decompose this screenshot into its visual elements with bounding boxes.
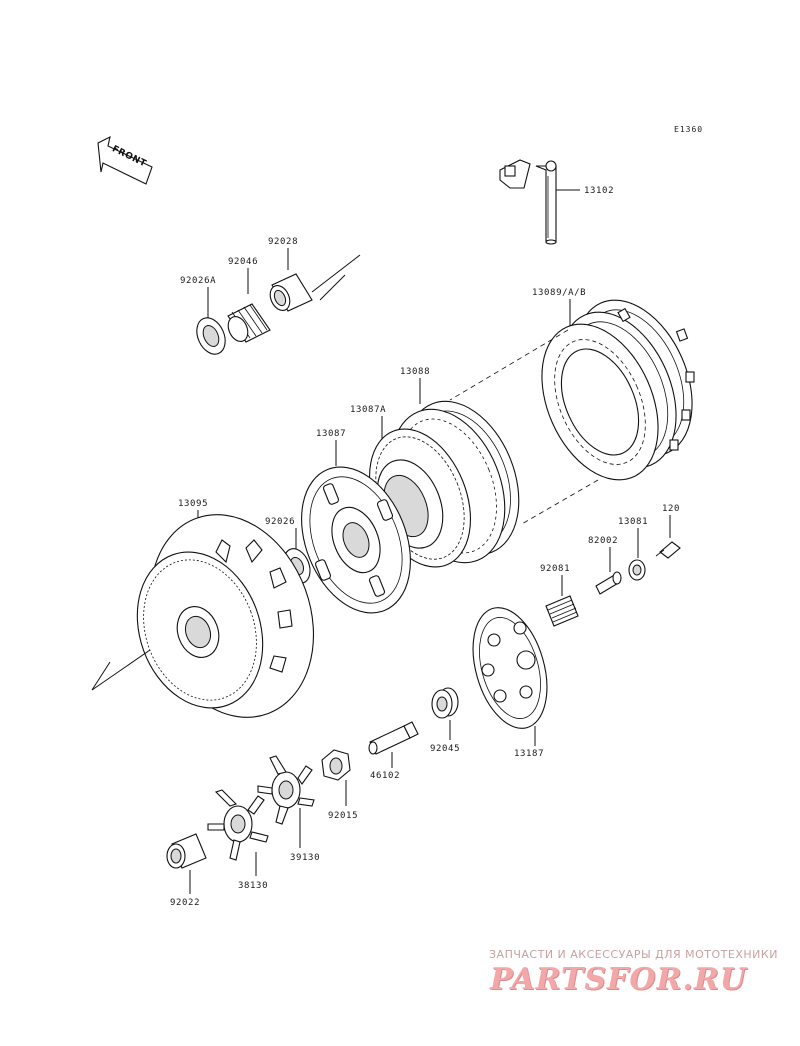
part-label-92022: 92022: [170, 898, 200, 908]
part-label-13081: 13081: [618, 517, 648, 527]
figure-code: E1360: [674, 125, 703, 134]
bearing-92045: [431, 687, 459, 719]
release-shaft: [499, 159, 557, 245]
part-label-92081: 92081: [540, 564, 570, 574]
part-label-38130: 38130: [238, 881, 268, 891]
washer-92026a: [196, 317, 226, 355]
part-label-13089: 13089/A/B: [532, 288, 586, 298]
part-label-13087a: 13087A: [350, 405, 386, 415]
plate-13081: [628, 559, 646, 581]
collar-92028: [269, 273, 313, 312]
part-label-39130: 39130: [290, 853, 320, 863]
part-label-92026a: 92026A: [180, 276, 216, 286]
needle-bearing-92046: [227, 303, 271, 343]
part-label-46102: 46102: [370, 771, 400, 781]
clutch-spring-92081: [545, 595, 579, 627]
spring-plate-13187: [472, 607, 548, 729]
part-label-13095: 13095: [178, 499, 208, 509]
push-rod-46102: [368, 721, 419, 755]
part-label-13088: 13088: [400, 367, 430, 377]
lock-washer-39130: [257, 755, 315, 825]
bushing-92022: [166, 833, 207, 869]
watermark-logo: PARTSFOR.RU: [490, 962, 747, 997]
part-label-13187: 13187: [514, 749, 544, 759]
part-label-13087: 13087: [316, 429, 346, 439]
part-label-120: 120: [662, 504, 680, 514]
clutch-housing-13095: [136, 514, 315, 718]
nut-92015: [321, 749, 351, 781]
spring-bolt-82002: [595, 571, 622, 595]
watermark-tagline: ЗАПЧАСТИ И АКСЕССУАРЫ ДЛЯ МОТОТЕХНИКИ: [489, 948, 778, 961]
part-label-92046: 92046: [228, 257, 258, 267]
part-label-92045: 92045: [430, 744, 460, 754]
part-label-13102: 13102: [584, 186, 614, 196]
part-label-92028: 92028: [268, 237, 298, 247]
plate-38130: [207, 789, 269, 861]
part-label-92015: 92015: [328, 811, 358, 821]
part-label-82002: 82002: [588, 536, 618, 546]
pressure-plate-13087: [301, 466, 411, 614]
bolt-120: [655, 541, 681, 559]
clutch-plates-stack: [541, 299, 695, 481]
front-arrow-icon: FRONT: [97, 135, 153, 185]
part-label-92026: 92026: [265, 517, 295, 527]
